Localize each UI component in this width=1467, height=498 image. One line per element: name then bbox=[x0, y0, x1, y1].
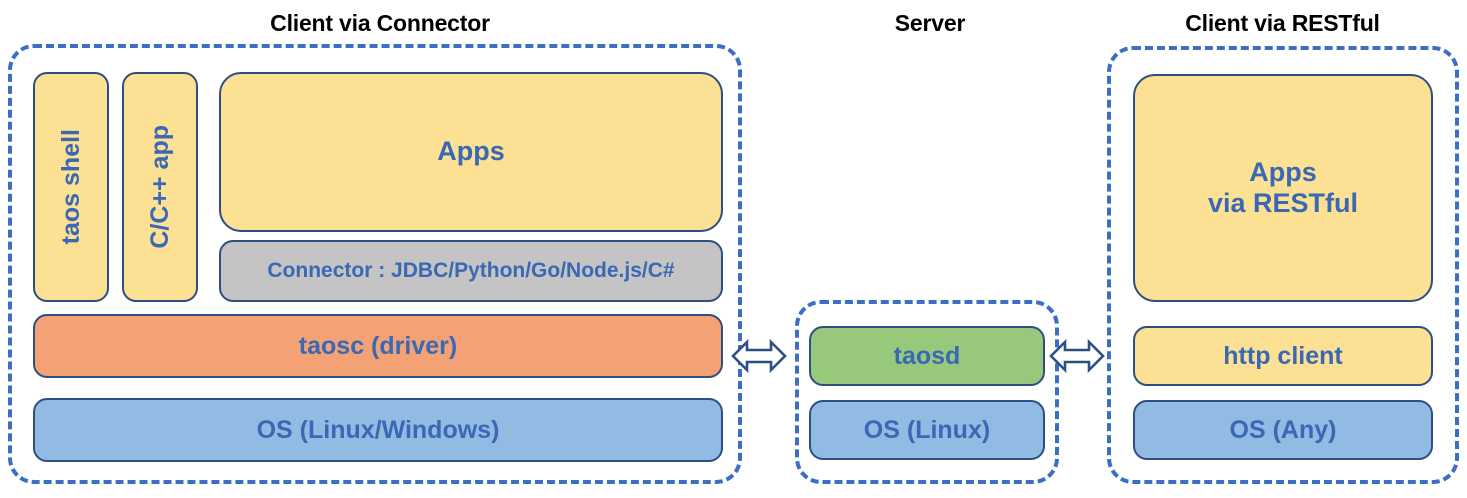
node-apps-label: Apps bbox=[437, 136, 505, 167]
node-taosc-driver-label: taosc (driver) bbox=[298, 331, 458, 360]
panel-client-via-restful bbox=[1107, 46, 1459, 484]
node-os-linux[interactable]: OS (Linux) bbox=[809, 400, 1045, 460]
node-taosd[interactable]: taosd bbox=[809, 326, 1045, 386]
node-taosc-driver[interactable]: taosc (driver) bbox=[33, 314, 723, 378]
node-os-linux-label: OS (Linux) bbox=[863, 415, 991, 444]
section-title-client-via-connector: Client via Connector bbox=[270, 10, 490, 36]
node-connector-label: Connector : JDBC/Python/Go/Node.js/C# bbox=[267, 258, 675, 282]
node-http-client[interactable]: http client bbox=[1133, 326, 1433, 386]
panel-server bbox=[795, 300, 1059, 484]
node-c-cpp-app[interactable]: C/C++ app bbox=[122, 72, 198, 302]
node-c-cpp-app-label: C/C++ app bbox=[145, 125, 174, 249]
node-apps[interactable]: Apps bbox=[219, 72, 723, 232]
node-apps-via-restful-label: Apps via RESTful bbox=[1208, 157, 1358, 219]
panel-client-via-connector bbox=[8, 44, 742, 484]
node-connector[interactable]: Connector : JDBC/Python/Go/Node.js/C# bbox=[219, 240, 723, 302]
double-arrow-horizontal-icon bbox=[731, 338, 787, 374]
double-arrow-horizontal-icon bbox=[1049, 338, 1105, 374]
node-os-linux-windows-label: OS (Linux/Windows) bbox=[256, 415, 500, 444]
node-taos-shell-label: taos shell bbox=[56, 129, 85, 245]
node-http-client-label: http client bbox=[1223, 341, 1343, 370]
node-apps-via-restful-line2: via RESTful bbox=[1207, 188, 1359, 218]
node-os-any[interactable]: OS (Any) bbox=[1133, 400, 1433, 460]
section-title-client-via-restful: Client via RESTful bbox=[1185, 10, 1380, 36]
node-os-any-label: OS (Any) bbox=[1229, 415, 1337, 444]
node-apps-via-restful-line1: Apps bbox=[1249, 156, 1317, 187]
section-title-server: Server bbox=[894, 10, 966, 36]
node-os-linux-windows[interactable]: OS (Linux/Windows) bbox=[33, 398, 723, 462]
node-taos-shell[interactable]: taos shell bbox=[33, 72, 109, 302]
node-taosd-label: taosd bbox=[893, 341, 961, 370]
node-apps-via-restful[interactable]: Apps via RESTful bbox=[1133, 74, 1433, 302]
